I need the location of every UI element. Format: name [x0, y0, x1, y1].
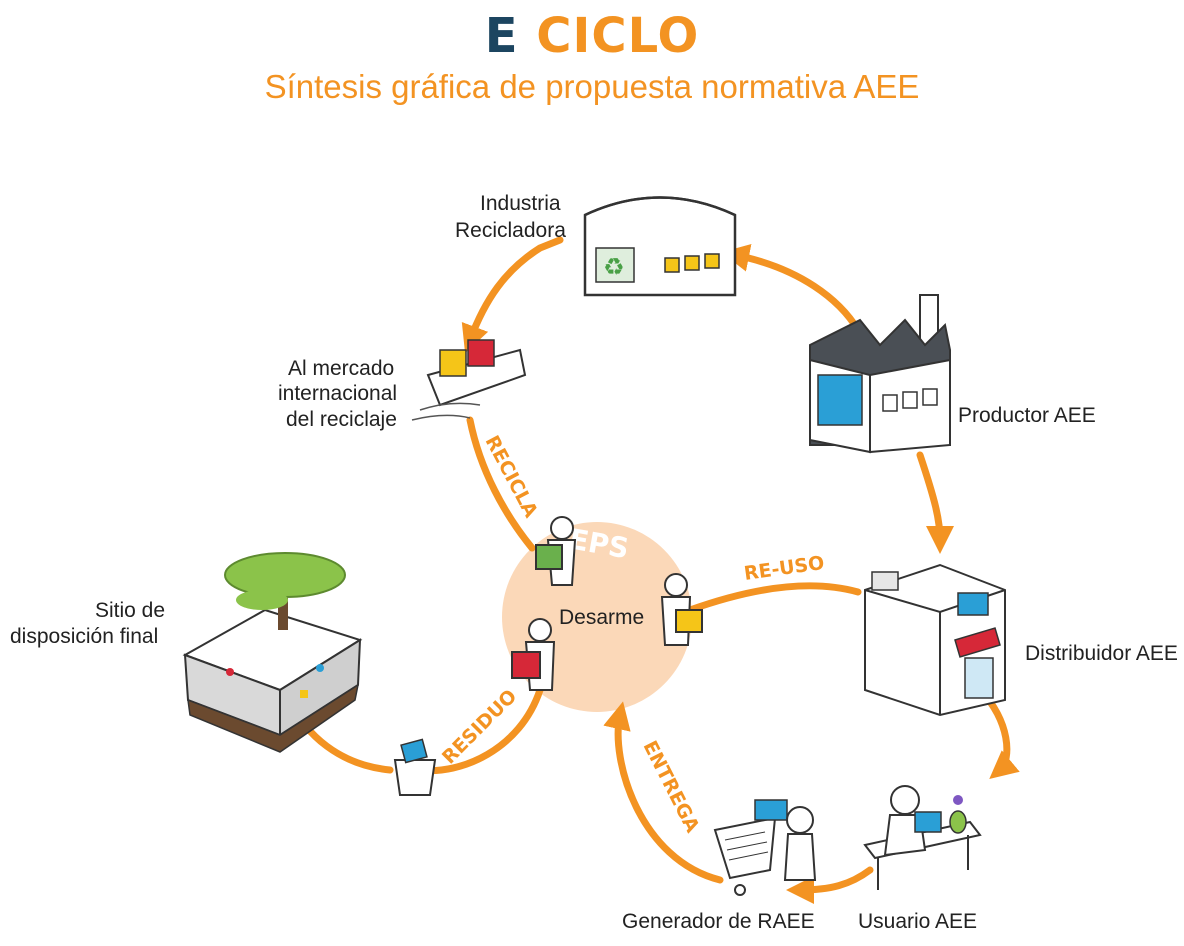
- trash-can-icon: [393, 738, 437, 796]
- landfill-icon: [182, 552, 363, 753]
- label-sitio-2: disposición final: [10, 625, 158, 648]
- arrow-productor-distribuidor: [916, 451, 954, 554]
- worker-top-icon: [535, 516, 577, 586]
- cycle-arrows: [282, 236, 1020, 904]
- label-industria-2: Recicladora: [455, 219, 566, 242]
- arrow-entrega: [603, 701, 724, 884]
- logo-letter-e: E: [484, 8, 519, 64]
- label-generador: Generador de RAEE: [622, 910, 815, 933]
- arrow-recicla: [466, 416, 536, 552]
- generator-cart-icon: [713, 799, 817, 896]
- label-mercado-3: del reciclaje: [286, 408, 397, 431]
- label-usuario: Usuario AEE: [858, 910, 977, 933]
- store-icon: [864, 563, 1006, 717]
- title-block: E CICLO Síntesis gráfica de propuesta no…: [0, 10, 1184, 106]
- worker-right-icon: [660, 573, 703, 646]
- cargo-ship-icon: [411, 339, 527, 421]
- center-label: Desarme: [559, 606, 644, 629]
- arrow-reuso: [686, 582, 862, 614]
- arrow-usuario-generador: [786, 866, 874, 904]
- label-sitio-1: Sitio de: [95, 599, 165, 622]
- svg-text:♻: ♻: [603, 253, 625, 281]
- arrow-residuo-a: [416, 686, 544, 775]
- eciclo-logo: E CICLO: [0, 10, 1184, 62]
- recycling-plant-icon: ♻: [583, 196, 737, 297]
- logo-word-ciclo: CICLO: [536, 8, 700, 64]
- worker-bottom-icon: [511, 618, 556, 691]
- user-desk-icon: [863, 785, 982, 890]
- factory-icon: [809, 294, 951, 454]
- page-subtitle: Síntesis gráfica de propuesta normativa …: [264, 68, 920, 105]
- arrow-to-industria: [461, 236, 564, 354]
- label-mercado-1: Al mercado: [288, 357, 394, 380]
- label-mercado-2: internacional: [278, 382, 397, 405]
- label-industria-1: Industria: [480, 192, 561, 215]
- label-productor: Productor AEE: [958, 404, 1096, 427]
- label-reuso: RE-USO: [743, 552, 826, 585]
- label-distribuidor: Distribuidor AEE: [1025, 642, 1178, 665]
- arrow-industria-productor: [721, 244, 862, 334]
